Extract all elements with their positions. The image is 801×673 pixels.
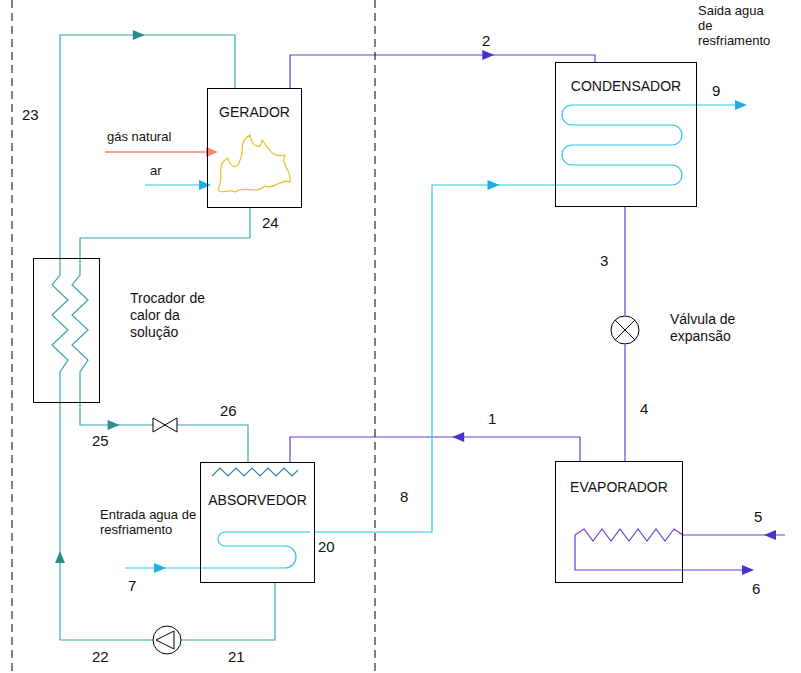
throttle-valve [153, 418, 165, 432]
stream-note: Saida agua de resfriamento [698, 4, 776, 49]
arrow-head [55, 551, 65, 563]
exchanger-zigzag [52, 258, 68, 403]
solution-line [60, 35, 235, 258]
box-title: ABSORVEDOR [208, 492, 307, 509]
refrigerant-liquid-line [624, 345, 625, 461]
callout-number: 6 [752, 580, 760, 597]
box-title: CONDENSADOR [571, 78, 681, 95]
callout-number: 8 [400, 488, 408, 505]
solution-line [80, 208, 250, 258]
connector-group [625, 345, 626, 461]
evaporator-box: EVAPORADOR [555, 461, 683, 583]
connector-group [290, 432, 580, 462]
callout-number: 1 [488, 410, 496, 427]
air-line [145, 184, 200, 185]
callout-number: 2 [482, 32, 490, 49]
valve-cross [615, 320, 635, 340]
connector-group [290, 50, 595, 88]
heat-exchanger: Trocador de calor da solução [33, 258, 225, 403]
callout-number: ar [150, 164, 162, 179]
box-title: GERADOR [219, 104, 290, 121]
connector-group [60, 30, 235, 258]
arrow-head [735, 100, 747, 110]
callout-number: 3 [600, 252, 608, 269]
pump-symbol [153, 626, 181, 654]
arrow-head [199, 180, 211, 190]
throttle-valve [165, 418, 177, 432]
callout-number: 22 [92, 648, 109, 665]
expansion-valve: Válvula de expansão [610, 315, 640, 345]
callout-number: 7 [128, 577, 136, 594]
boundary-dashed [375, 0, 376, 673]
absorber-coil [125, 532, 310, 568]
pump-symbol [156, 631, 174, 649]
callout-number: 5 [754, 508, 762, 525]
exchanger-outline [33, 258, 100, 403]
connector-group [625, 207, 626, 315]
evaporator-coil [575, 529, 748, 570]
callout-number: 26 [220, 402, 237, 419]
arrow-head [742, 565, 754, 575]
generator-box: GERADOR [207, 88, 302, 208]
arrow-head [154, 563, 166, 573]
arrow-head [488, 180, 500, 190]
refrigerant-vapor-line [290, 55, 595, 88]
condenser-coil [555, 105, 736, 185]
boundary-dashed [12, 0, 13, 673]
connector-group [55, 403, 275, 640]
flame [218, 135, 290, 192]
condenser-box: CONDENSADOR [555, 62, 697, 207]
spray-nozzles [212, 468, 298, 476]
solution-line [60, 403, 275, 640]
box-title: EVAPORADOR [570, 479, 668, 496]
exchanger-zigzag [72, 258, 88, 403]
absorber-box: ABSORVEDOR [200, 462, 315, 583]
arrow-head [452, 432, 464, 442]
connector-group [315, 180, 555, 532]
stream-note: Entrada agua de resfriamento [100, 508, 198, 538]
callout-number: 23 [22, 106, 39, 123]
cooling-water-line [315, 185, 555, 532]
arrow-head [133, 30, 145, 40]
connector-group [80, 403, 248, 462]
refrigerant-liquid-line [624, 207, 625, 315]
connector-group [80, 208, 250, 258]
component-label: Trocador de calor da solução [130, 290, 225, 340]
arrow-head [482, 50, 494, 60]
solution-line [80, 403, 248, 462]
callout-number: 21 [228, 648, 245, 665]
refrigerant-vapor-line [290, 437, 580, 462]
arrow-head [108, 420, 120, 430]
callout-number: 4 [640, 400, 648, 417]
arrow-head [764, 530, 776, 540]
valve-circle [611, 316, 639, 344]
valve-symbol [610, 315, 640, 345]
callout-number: gás natural [107, 130, 171, 145]
valve-cross [615, 320, 635, 340]
gas-line [105, 151, 207, 153]
component-label: Válvula de expansão [670, 311, 752, 345]
callout-number: 20 [318, 538, 335, 555]
callout-number: 9 [712, 82, 720, 99]
callout-number: 24 [262, 214, 279, 231]
callout-number: 25 [92, 432, 109, 449]
